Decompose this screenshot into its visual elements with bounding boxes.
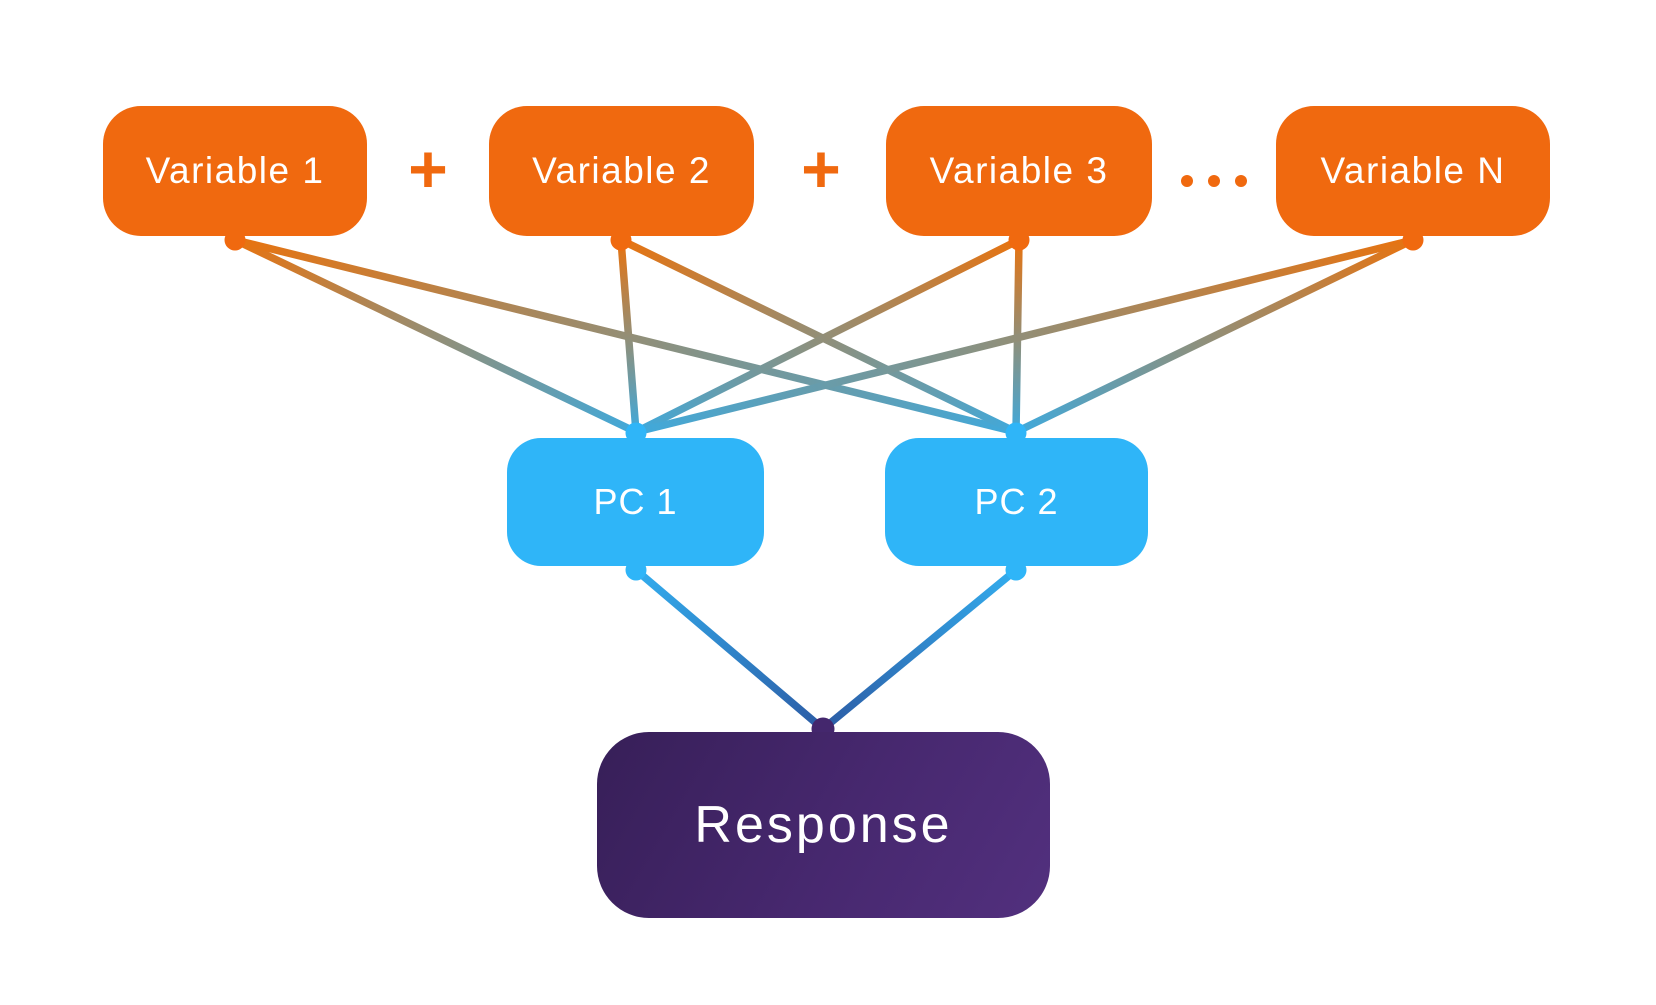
ellipsis-icon — [1181, 175, 1247, 187]
edge-pc-1-to-response — [632, 566, 827, 733]
edge-variable-n-to-pc-2 — [1012, 236, 1417, 436]
node-response-label: Response — [694, 796, 953, 854]
plus-glyph: + — [408, 131, 448, 208]
node-response: Response — [597, 732, 1050, 918]
node-variable-2-label: Variable 2 — [532, 150, 711, 191]
edge-variable-n-to-pc-1 — [632, 236, 1417, 436]
plus-glyph: + — [801, 131, 841, 208]
node-variable-1-label: Variable 1 — [145, 150, 325, 191]
edge-variable-3-to-pc-1 — [632, 236, 1023, 436]
node-pc-1: PC 1 — [507, 438, 764, 566]
node-variable-3-label: Variable 3 — [929, 150, 1109, 191]
node-pc-2-label: PC 2 — [974, 481, 1059, 522]
node-variable-3: Variable 3 — [886, 106, 1152, 236]
ellipsis-dot — [1181, 175, 1193, 187]
edge-variable-2-to-pc-1 — [617, 236, 640, 436]
edge-variable-2-to-pc-2 — [617, 236, 1020, 436]
node-pc-1-label: PC 1 — [593, 481, 678, 522]
ellipsis-dot — [1235, 175, 1247, 187]
node-variable-n-label: Variable N — [1320, 150, 1506, 191]
edge-variable-1-to-pc-1 — [231, 236, 640, 436]
plus-icon: + — [801, 136, 841, 204]
plus-icon: + — [408, 136, 448, 204]
ellipsis-dot — [1208, 175, 1220, 187]
node-variable-n: Variable N — [1276, 106, 1550, 236]
node-pc-2: PC 2 — [885, 438, 1148, 566]
node-variable-1: Variable 1 — [103, 106, 367, 236]
edge-pc-2-to-response — [819, 566, 1020, 733]
node-variable-2: Variable 2 — [489, 106, 754, 236]
